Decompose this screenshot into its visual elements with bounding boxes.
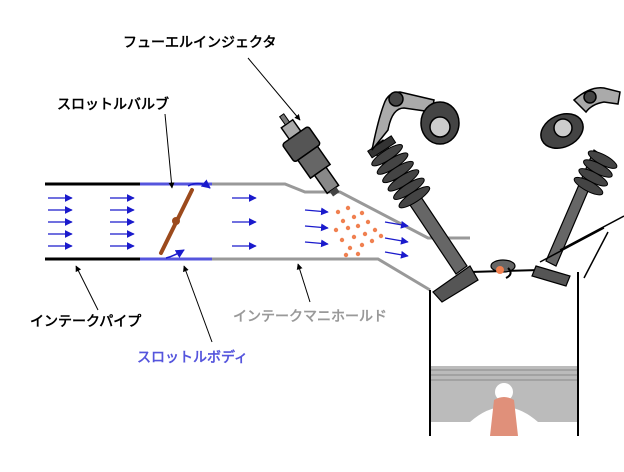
fuel-spray-dot-icon: [355, 251, 361, 257]
valve-spring-icon: [367, 135, 431, 209]
camshaft-lobe-icon: [540, 113, 584, 149]
connecting-rod: [490, 397, 518, 436]
fuel-spray-dot-icon: [333, 227, 339, 233]
fuel-spray-dot-icon: [347, 245, 353, 251]
fuel-spray-dot-icon: [359, 242, 365, 248]
fuel-spray-dot-icon: [335, 209, 341, 215]
fuel-spray-dot-icon: [369, 238, 375, 244]
rocker-arm-icon: [371, 91, 435, 151]
cylinder-head-lines: [539, 215, 624, 279]
intake-flow-arrow-icon: [304, 239, 329, 248]
fuel-spray-dot-icon: [362, 231, 368, 237]
fuel-injector-label: フューエルインジェクタ: [123, 35, 277, 51]
intake-manifold-label: インテークマニホールド: [233, 309, 387, 325]
valve-spring-icon: [573, 150, 618, 196]
throttle-valve-label: スロットルバルブ: [57, 97, 169, 113]
fuel-spray-dot-icon: [372, 227, 378, 233]
intake-flow-arrow-icon: [384, 250, 409, 259]
intake-airflow-arrows: [48, 194, 409, 259]
throttle-body-label: スロットルボディ: [137, 350, 249, 366]
rocker-arm-icon: [572, 87, 621, 114]
fuel-injector: [278, 113, 340, 197]
fuel-spray-dot-icon: [339, 237, 345, 243]
fuel-spray-dot-icon: [345, 205, 351, 211]
spark-plug-icon: [490, 259, 516, 279]
intake-flow-arrow-icon: [304, 207, 329, 216]
intake-flow-arrow-icon: [384, 236, 409, 245]
intake-flow-arrow-icon: [304, 223, 329, 232]
fuel-spray-dot-icon: [378, 233, 384, 239]
intake-pipe: [45, 182, 140, 261]
fuel-spray-dot-icon: [340, 218, 346, 224]
fuel-spray-dot-icon: [365, 219, 371, 225]
fuel-spray: [333, 205, 384, 258]
camshaft-lobe-icon: [420, 101, 460, 145]
fuel-spray-dot-icon: [343, 252, 349, 258]
throttle-valve: [159, 179, 211, 259]
intake-flow-arrow-icon: [384, 220, 409, 229]
fuel-spray-dot-icon: [355, 223, 361, 229]
fuel-spray-dot-icon: [359, 210, 365, 216]
intake-pipe-label: インテークパイプ: [30, 314, 142, 330]
fuel-spray-dot-icon: [351, 214, 357, 220]
fuel-spray-dot-icon: [345, 225, 351, 231]
leader-lines: [75, 57, 311, 343]
fuel-spray-dot-icon: [351, 234, 357, 240]
